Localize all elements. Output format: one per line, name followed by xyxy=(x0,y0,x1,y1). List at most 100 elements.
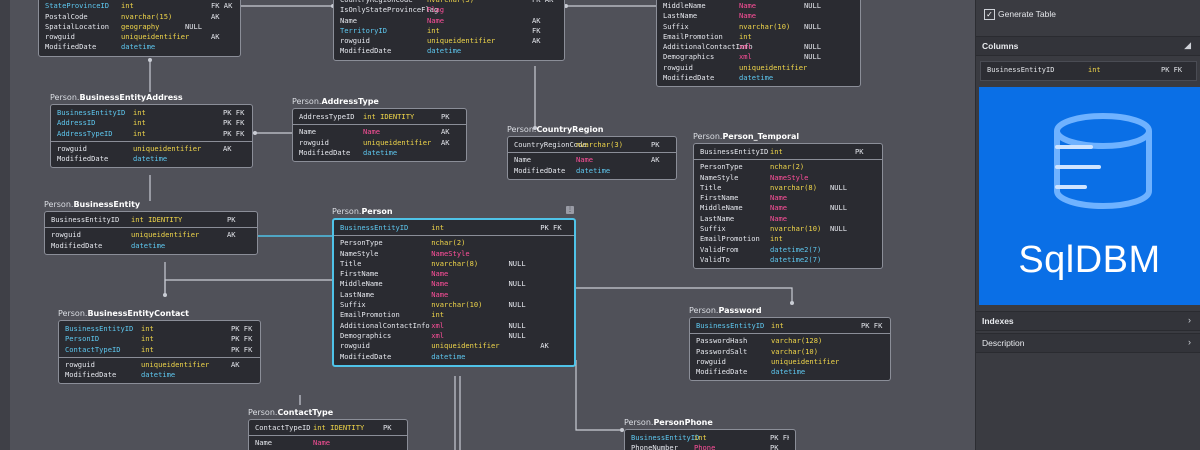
column-type: uniqueidentifier xyxy=(141,359,210,369)
generate-table-checkbox[interactable]: ✓ xyxy=(984,9,995,20)
column-row[interactable]: BusinessEntityID int PK FK xyxy=(980,61,1197,81)
table-businessentityaddress[interactable]: Person.BusinessEntityAddress BusinessEnt… xyxy=(50,92,253,169)
table-businessentitycontact[interactable]: Person.BusinessEntityContact BusinessEnt… xyxy=(58,308,261,385)
diagram-canvas[interactable]: CityStateProvinceIDintFK AKPostalCodenva… xyxy=(0,0,975,450)
columns-section-header[interactable]: Columns ◢ xyxy=(976,36,1200,56)
indexes-section-header[interactable]: Indexes › xyxy=(976,311,1200,331)
table-title: Person.Person_Temporal xyxy=(693,132,800,141)
generate-table-row[interactable]: ✓ Generate Table xyxy=(976,0,1200,30)
column-keys: AK xyxy=(231,359,240,369)
collapse-icon[interactable]: ◢ xyxy=(1184,40,1191,50)
table-address[interactable]: CityStateProvinceIDintFK AKPostalCodenva… xyxy=(38,0,241,57)
description-section-header[interactable]: Description › xyxy=(976,333,1200,353)
column-type: geography xyxy=(121,21,160,31)
column-type: datetime xyxy=(771,367,806,377)
column-name: rowguid xyxy=(299,137,329,147)
table-menu-icon[interactable]: ⋮ xyxy=(566,206,574,214)
